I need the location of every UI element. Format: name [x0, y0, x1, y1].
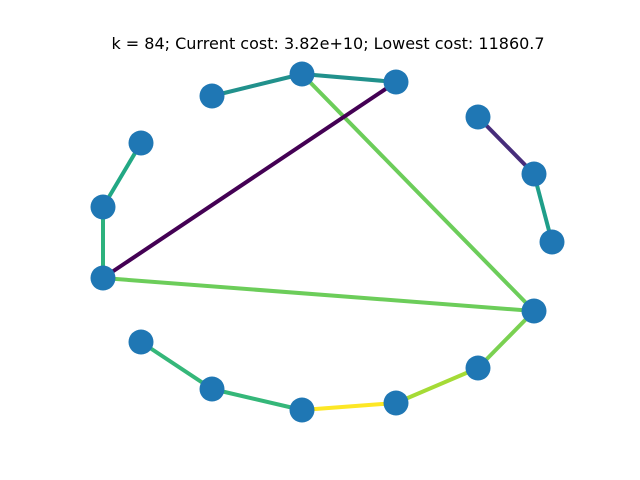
nodes-layer	[90, 61, 565, 423]
graph-node-14	[521, 161, 547, 187]
graph-edge-7-13	[101, 276, 536, 313]
graph-edge-1-2	[300, 72, 398, 84]
graph-node-11	[383, 390, 409, 416]
graph-edge-13-12	[476, 309, 536, 370]
graph-edge-4-1	[210, 72, 304, 98]
graph-node-7	[90, 265, 116, 291]
graph-node-9	[199, 376, 225, 402]
graph-node-4	[199, 83, 225, 109]
graph-node-12	[465, 355, 491, 381]
graph-edge-10-9	[210, 387, 304, 412]
graph-node-2	[383, 69, 409, 95]
graph-node-10	[289, 397, 315, 423]
graph-edge-11-10	[300, 401, 398, 412]
graph-node-1	[289, 61, 315, 87]
graph-node-3	[465, 104, 491, 130]
graph-node-5	[128, 130, 154, 156]
graph-node-8	[128, 329, 154, 355]
graph-edge-12-11	[394, 366, 480, 405]
graph-node-13	[521, 298, 547, 324]
graph-node-6	[90, 194, 116, 220]
graph-edge-3-14	[476, 115, 536, 176]
graph-edge-9-8	[139, 340, 214, 391]
graph-node-0	[539, 229, 565, 255]
graph-edge-2-7	[101, 80, 398, 280]
plot-title: k = 84; Current cost: 3.82e+10; Lowest c…	[111, 34, 544, 53]
graph-edge-1-13	[300, 72, 536, 313]
